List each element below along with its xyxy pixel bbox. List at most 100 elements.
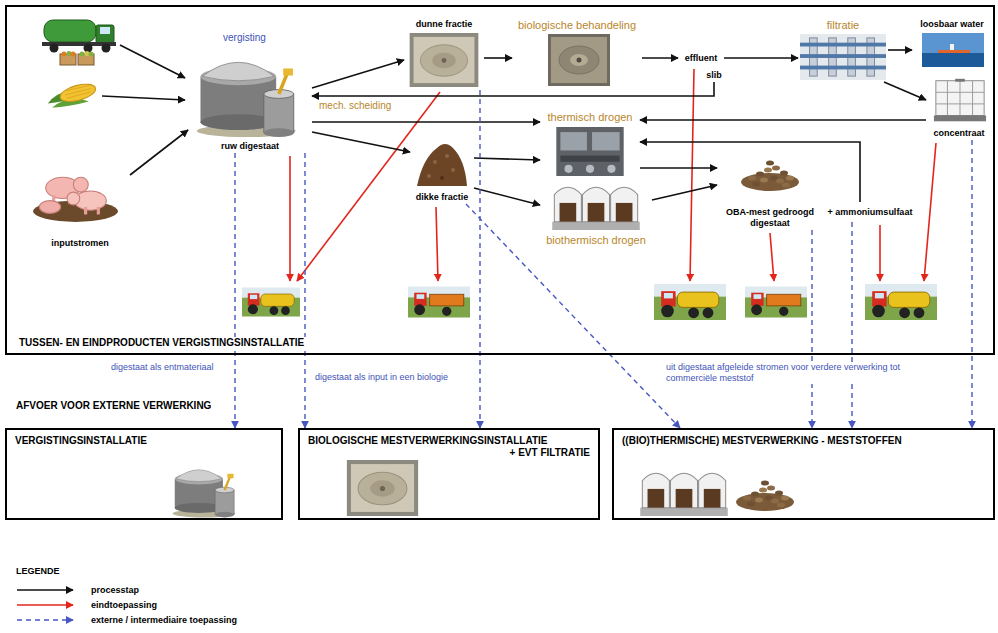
section-label: AFVOER VOOR EXTERNE VERWERKING [15, 400, 212, 412]
water-picture [922, 33, 984, 67]
process-arrow [640, 167, 717, 169]
legend-text: externe / intermediaire toepassing [91, 615, 237, 626]
process-arrow [130, 130, 188, 175]
end-use-arrow [436, 207, 438, 281]
legend-line [17, 604, 73, 606]
node-text: effluent [685, 53, 718, 64]
process-arrow [642, 57, 678, 59]
process-arrow [474, 188, 540, 205]
installation-frame: TUSSEN- EN EINDPRODUCTEN VERGISTINGSINST… [5, 5, 995, 355]
lagoon-picture [410, 33, 479, 87]
node-text: OBA-mest gedroogd digestaat [719, 207, 821, 229]
pellets-picture [741, 161, 799, 192]
legend-item: externe / intermediaire toepassing [15, 614, 237, 626]
pile-picture [417, 144, 467, 186]
legend-title: LEGENDE [15, 566, 61, 577]
truck-picture [42, 20, 116, 65]
process-step: thermisch drogen [540, 110, 640, 178]
legend-item: processtap [15, 584, 139, 596]
pigs-picture [33, 177, 118, 222]
external-flow-arrow [851, 222, 852, 428]
digester-picture [197, 62, 296, 137]
legend-line [17, 619, 73, 620]
process-arrow [640, 142, 860, 202]
node-text: biologische behandeling [518, 19, 636, 32]
tunnel-picture [552, 187, 640, 230]
node-text: filtratie [827, 19, 859, 32]
node-text: inputstromen [51, 238, 109, 249]
bio-basin-picture [548, 34, 610, 86]
product-item: loosbaar water [912, 18, 992, 70]
node-text: concentraat [933, 128, 984, 139]
external-box: ((BIO)THERMISCHE) MESTVERWERKING - MESTS… [612, 428, 995, 520]
end-use-arrow [879, 225, 881, 281]
external-flow-arrow [304, 153, 305, 428]
node-text: biothermisch drogen [546, 234, 646, 247]
node-text: dikke fractie [416, 192, 469, 203]
external-box: VERGISTINGSINSTALLATIE [5, 428, 283, 520]
external-flow-arrow [811, 230, 812, 428]
digester-item: ruw digestaat [188, 50, 312, 153]
process-arrow [474, 158, 540, 160]
external-flow-arrow [234, 153, 235, 428]
process-arrow [652, 185, 717, 200]
product-item: dikke fractie [410, 138, 474, 204]
dryer-picture [556, 127, 623, 176]
corn-picture [48, 81, 98, 108]
legend-line [17, 589, 73, 591]
end-use-arrow [690, 69, 694, 281]
node-text: + ammoniumsulfaat [828, 207, 913, 218]
legend-text: eindtoepassing [91, 600, 157, 611]
flow-label: uit digestaat afgeleide stromen voor ver… [665, 362, 907, 384]
product-item: + ammoniumsulfaat [822, 202, 918, 222]
process-arrow [312, 82, 714, 96]
container-picture [934, 79, 986, 121]
tractor-picture [654, 284, 726, 320]
product-item: effluent [678, 50, 724, 66]
node-subtext: + EVT FILTRATIE [510, 447, 590, 459]
external-flow-arrow [479, 90, 480, 428]
node-text: VERGISTINGSINSTALLATIE [15, 435, 147, 447]
end-use-arrow [297, 92, 440, 281]
legend-sample [15, 584, 77, 596]
node-text: dunne fractie [416, 19, 473, 30]
tractor-picture [865, 284, 937, 320]
process-arrow [884, 82, 926, 100]
end-use-arrow [770, 233, 774, 281]
product-item: dunne fractie [404, 18, 484, 90]
process-step: biologische behandeling [512, 18, 642, 88]
process-arrow [888, 49, 912, 51]
node-text: TUSSEN- EN EINDPRODUCTEN VERGISTINGSINST… [17, 337, 306, 349]
process-arrow [312, 60, 404, 88]
tractor-picture [408, 287, 470, 318]
input-arrow [102, 96, 185, 100]
node-text: ((BIO)THERMISCHE) MESTVERWERKING - MESTS… [622, 435, 902, 447]
end-use-arrow [924, 143, 936, 281]
filter-picture [800, 34, 886, 80]
legend-sample [15, 599, 77, 611]
end-use-arrow [289, 156, 291, 281]
process-step: biothermisch drogen [540, 178, 652, 248]
digester-picture [173, 470, 236, 518]
external-flow-arrow [971, 140, 972, 428]
product-item: concentraat [926, 76, 992, 140]
external-flow-arrow [466, 204, 680, 428]
process-arrow [312, 132, 410, 152]
input-group: inputstromen [30, 150, 130, 250]
node-text: slib [706, 70, 722, 81]
external-box: BIOLOGISCHE MESTVERWERKINGSINSTALLATIE+ … [298, 428, 600, 520]
legend-item: eindtoepassing [15, 599, 157, 611]
node-text: loosbaar water [920, 19, 984, 30]
legend-text: processtap [91, 585, 139, 596]
flow-label: digestaat als entmateriaal [110, 362, 215, 373]
lagoon-picture [347, 460, 418, 516]
flow-label: digestaat als input in een biologie [314, 372, 449, 383]
process-arrow [484, 57, 512, 59]
process-arrow [312, 121, 540, 123]
input-arrow [120, 45, 185, 78]
